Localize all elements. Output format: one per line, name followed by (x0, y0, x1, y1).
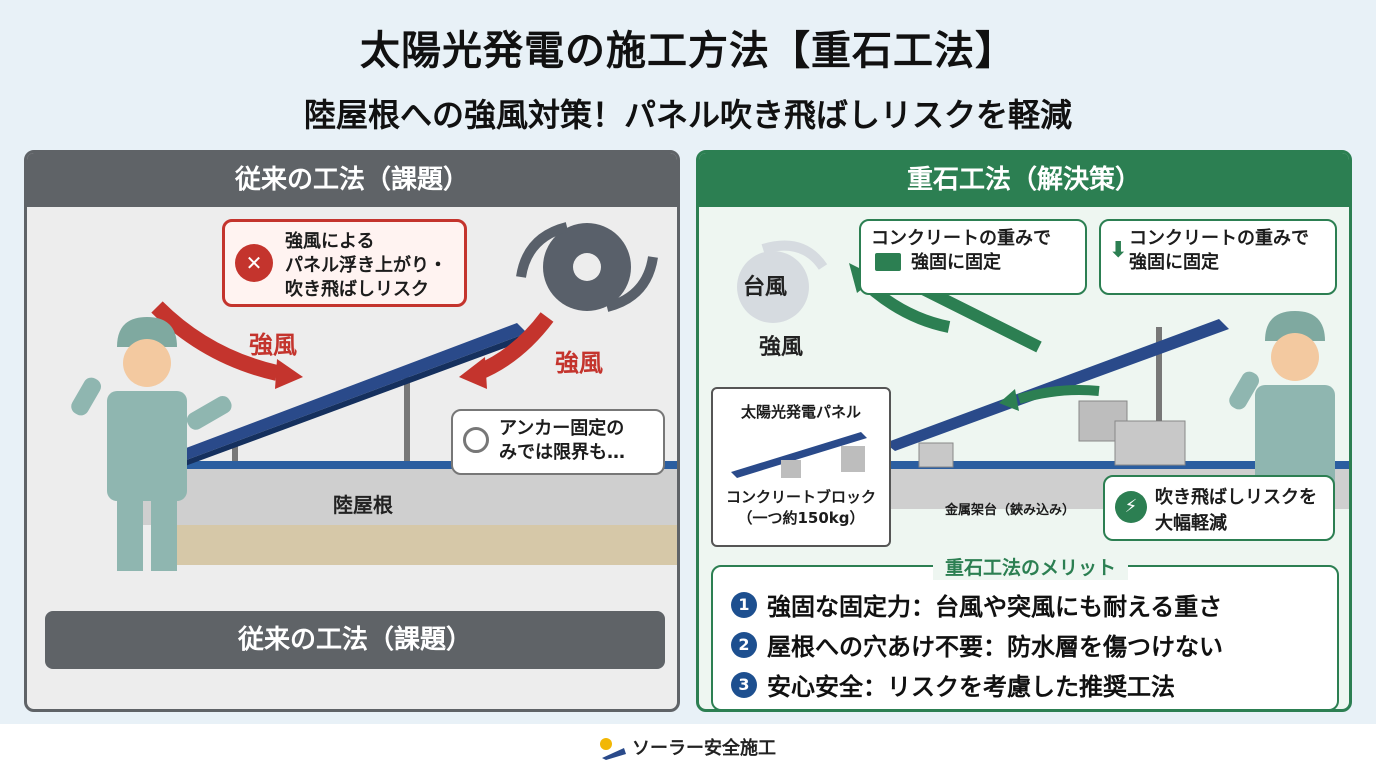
weight-text-line: コンクリートの重みで (871, 228, 1051, 249)
risk-reduction-line: 吹き飛ばしリスクを (1155, 487, 1317, 508)
brand-name: ソーラー安全施工 (632, 738, 776, 759)
merit-item: 3 安心安全：リスクを考慮した推奨工法 (731, 667, 1175, 702)
panel-label: 太陽光発電パネル (740, 403, 861, 421)
merit-title: 重石工法のメリット (933, 553, 1129, 580)
weight-panel-header: 重石工法（解決策） (699, 153, 1349, 207)
merit-item: 2 屋根への穴あけ不要：防水層を傷つけない (731, 627, 1223, 662)
wind-label: 強風 (759, 335, 804, 360)
merit-number-badge: 3 (731, 671, 757, 698)
risk-text-line: 吹き飛ばしリスク (285, 279, 429, 300)
concrete-block (1114, 420, 1186, 466)
traditional-scene (71, 222, 677, 571)
page-title: 太陽光発電の施工方法【重石工法】 (360, 28, 1016, 74)
solar-panel (885, 319, 1229, 451)
typhoon-icon (516, 222, 658, 312)
medal-icon (463, 427, 489, 453)
weight-text-line: コンクリートの重みで (1129, 228, 1309, 249)
wind-arrow (1017, 385, 1100, 404)
weight-bubble-1: コンクリートの重みで 強固に固定 (859, 219, 1087, 295)
typhoon-label: 台風 (743, 275, 788, 300)
merit-number-badge: 1 (731, 591, 757, 618)
weight-scene (737, 240, 1349, 509)
weight-method-panel: 重石工法（解決策） 台風 強風 コンクリートの (696, 150, 1352, 712)
weight-text-line: 強固に固定 (1129, 252, 1219, 273)
component-callout: 太陽光発電パネル コンクリートブロック （一つ約150kg） (711, 387, 891, 547)
merit-item: 1 強固な固定力：台風や突風にも耐える重さ (731, 587, 1222, 622)
no-anchor-icon: ✕ (235, 244, 273, 282)
anchor-text-line: アンカー固定の (499, 418, 625, 439)
weight-bubble-2: ⬇ コンクリートの重みで 強固に固定 (1099, 219, 1337, 295)
roof-waterproof-layer (127, 461, 677, 469)
roof-underside (177, 525, 677, 565)
worker-right (1229, 311, 1335, 495)
risk-reduction-callout: ⚡ 吹き飛ばしリスクを 大幅軽減 (1103, 475, 1335, 541)
risk-reduction-line: 大幅軽減 (1155, 513, 1227, 534)
block-weight-label: （一つ約150kg） (737, 509, 865, 527)
typhoon-icon (737, 240, 828, 323)
wind-label-right: 強風 (555, 349, 603, 377)
wind-arrow-left (151, 301, 279, 381)
roof-waterproof-layer (869, 461, 1349, 469)
anchor-text-line: みでは限界も… (499, 442, 625, 463)
callout-diagram (731, 432, 867, 478)
merit-text: 屋根への穴あけ不要：防水層を傷つけない (767, 633, 1223, 661)
down-arrow-icon: ⬇ (1109, 238, 1128, 263)
risk-text-line: パネル浮き上がり・ (285, 255, 447, 276)
wind-label-left: 強風 (249, 331, 297, 359)
block-label: コンクリートブロック (725, 488, 876, 506)
traditional-method-panel: 従来の工法（課題） (24, 150, 680, 712)
traditional-footer-label: 従来の工法（課題） (45, 611, 665, 669)
worker-left (71, 317, 232, 571)
merit-text: 安心安全：リスクを考慮した推奨工法 (767, 673, 1175, 701)
weight-text-line-wrap: 強固に固定 (871, 251, 1077, 275)
roof-label: 陸屋根 (333, 493, 393, 517)
merit-box: 重石工法のメリット 1 強固な固定力：台風や突風にも耐える重さ 2 屋根への穴あ… (711, 553, 1339, 709)
traditional-panel-header: 従来の工法（課題） (27, 153, 677, 207)
frame-label: 金属架台（鋏み込み） (945, 503, 1076, 518)
footer-bar (0, 724, 1376, 768)
bolt-icon: ⚡ (1115, 491, 1147, 523)
page-subtitle: 陸屋根への強風対策！パネル吹き飛ばしリスクを軽減 (303, 96, 1072, 134)
merit-number-badge: 2 (731, 631, 757, 658)
risk-text-line: 強風による (285, 231, 375, 252)
brand-logo: ソーラー安全施工 (596, 734, 776, 760)
anchor-limit-bubble: アンカー固定の みでは限界も… (451, 409, 665, 475)
merit-text: 強固な固定力：台風や突風にも耐える重さ (767, 593, 1223, 621)
risk-bubble: ✕ 強風による パネル浮き上がり・ 吹き飛ばしリスク (222, 219, 467, 307)
weight-text-line: 強固に固定 (911, 252, 1001, 273)
solar-panel (157, 323, 527, 465)
concrete-block (918, 442, 954, 468)
sun-icon (600, 738, 626, 760)
book-icon (875, 253, 901, 271)
roof-slab (127, 469, 677, 525)
